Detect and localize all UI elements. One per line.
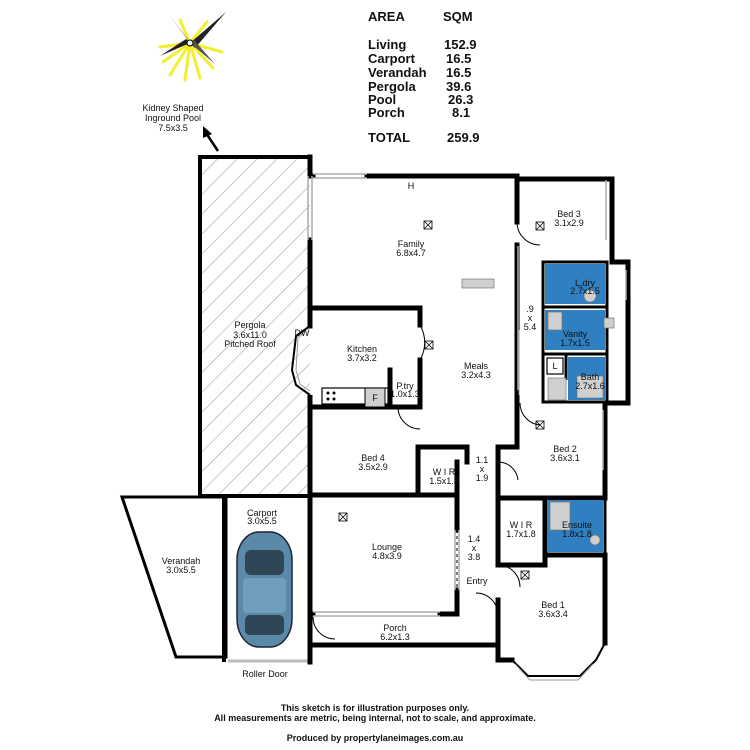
area-row-value: 16.5 — [446, 65, 472, 80]
room-size: 4.8x3.9 — [372, 551, 402, 561]
room-size: 3.6x11.0 — [233, 330, 267, 340]
room-name: Family — [398, 239, 425, 249]
wet-areas — [545, 264, 605, 552]
room-size: 3.2x4.3 — [461, 370, 491, 380]
room-name: Bed 4 — [361, 453, 385, 463]
room-name: Kitchen — [347, 344, 377, 354]
doors — [312, 221, 541, 640]
area-row-value: 8.1 — [452, 105, 471, 120]
room-size: 3.0x5.5 — [166, 565, 196, 575]
pergola-area — [200, 157, 310, 495]
fixtures — [461, 278, 615, 546]
room-size: 3.7x3.2 — [347, 353, 377, 363]
room-size: 6.2x1.3 — [380, 632, 410, 642]
room-name: Bath — [581, 372, 600, 382]
hall-dim: 1.9 — [476, 473, 489, 483]
credit-line: Produced by propertylaneimages.com.au — [286, 733, 464, 743]
room-name: Ensuite — [562, 520, 592, 530]
hall-dim: 1.1 — [476, 455, 489, 465]
linen-label: L — [552, 361, 557, 371]
area-row-label: Verandah — [368, 65, 427, 80]
room-size: 1.8x1.8 — [562, 529, 592, 539]
room-size: 6.8x4.7 — [396, 248, 426, 258]
room-size: 3.6x3.4 — [538, 609, 568, 619]
room-name: W I R — [433, 467, 456, 477]
room-size: 1.7x1.8 — [506, 529, 536, 539]
disclaimer-line-2: All measurements are metric, being inter… — [214, 713, 536, 723]
entry-label: Entry — [466, 576, 488, 586]
wet-area-walls — [541, 260, 609, 557]
hall-dim: 1.4 — [468, 534, 481, 544]
hall-dim: x — [472, 543, 477, 553]
pool-note: Kidney Shaped Inground Pool 7.5x3.5 — [118, 103, 228, 133]
area-row-label: Pool — [368, 92, 397, 107]
pool-direction-arrow — [203, 126, 220, 152]
pool-note-line: Inground Pool — [144, 113, 202, 123]
room-size: 1.5x1.8 — [429, 476, 459, 486]
car-icon — [236, 531, 293, 648]
room-size: 1.0x1.3 — [390, 389, 420, 399]
dishwasher-label: DW — [295, 328, 310, 338]
room-size: 1.7x1.5 — [560, 338, 590, 348]
total-label: TOTAL — [368, 130, 411, 145]
room-name: Carport — [247, 508, 278, 518]
room-labels: Pergola 3.6x11.0 Pitched Roof Family 6.8… — [162, 181, 605, 679]
area-row-label: Living — [368, 37, 407, 52]
area-row-value: 152.9 — [444, 37, 477, 52]
hall-dim: x — [480, 464, 485, 474]
hallway-marker: H — [408, 181, 415, 191]
area-row-value: 39.6 — [446, 79, 472, 94]
room-size: 3.0x5.5 — [247, 516, 277, 526]
light-fittings — [338, 220, 545, 580]
fridge-label: F — [372, 393, 378, 403]
room-name: Meals — [464, 361, 489, 371]
room-name: Lounge — [372, 542, 402, 552]
total-value: 259.9 — [447, 130, 480, 145]
hall-dim: x — [528, 313, 533, 323]
room-size: 2.7x1.6 — [575, 381, 605, 391]
area-row-value: 16.5 — [446, 51, 472, 66]
hall-dim: 5.4 — [524, 322, 537, 332]
room-size: 2.7x1.5 — [570, 286, 600, 296]
area-row-label: Pergola — [368, 79, 416, 94]
room-name: L,dry — [575, 278, 596, 288]
room-size: 3.5x2.9 — [358, 462, 388, 472]
hall-dim: .9 — [526, 304, 534, 314]
area-header: AREA — [368, 9, 405, 24]
roller-door-label: Roller Door — [242, 669, 288, 679]
area-row-label: Porch — [368, 105, 405, 120]
room-name: Bed 3 — [557, 209, 581, 219]
area-row-value: 26.3 — [448, 92, 474, 107]
main-walls — [307, 154, 631, 665]
sqm-header: SQM — [443, 9, 473, 24]
pool-note-line: Kidney Shaped — [142, 103, 204, 113]
room-name: Pergola — [234, 320, 265, 330]
room-name: P.try — [396, 381, 414, 391]
room-name: Verandah — [162, 556, 201, 566]
room-name: Vanity — [563, 329, 588, 339]
room-name: Bed 1 — [541, 600, 565, 610]
room-size: 3.6x3.1 — [550, 453, 580, 463]
compass-icon — [158, 12, 226, 82]
pool-note-line: 7.5x3.5 — [158, 123, 188, 133]
area-row-label: Carport — [368, 51, 415, 66]
room-size: 3.1x2.9 — [554, 218, 584, 228]
room-extra: Pitched Roof — [224, 339, 276, 349]
room-name: Porch — [383, 623, 407, 633]
verandah-area — [119, 495, 228, 659]
disclaimer-line-1: This sketch is for illustration purposes… — [280, 703, 470, 713]
room-name: Bed 2 — [553, 444, 577, 454]
windows — [307, 173, 627, 617]
hall-dim: 3.8 — [468, 552, 481, 562]
room-name: W I R — [510, 520, 533, 530]
